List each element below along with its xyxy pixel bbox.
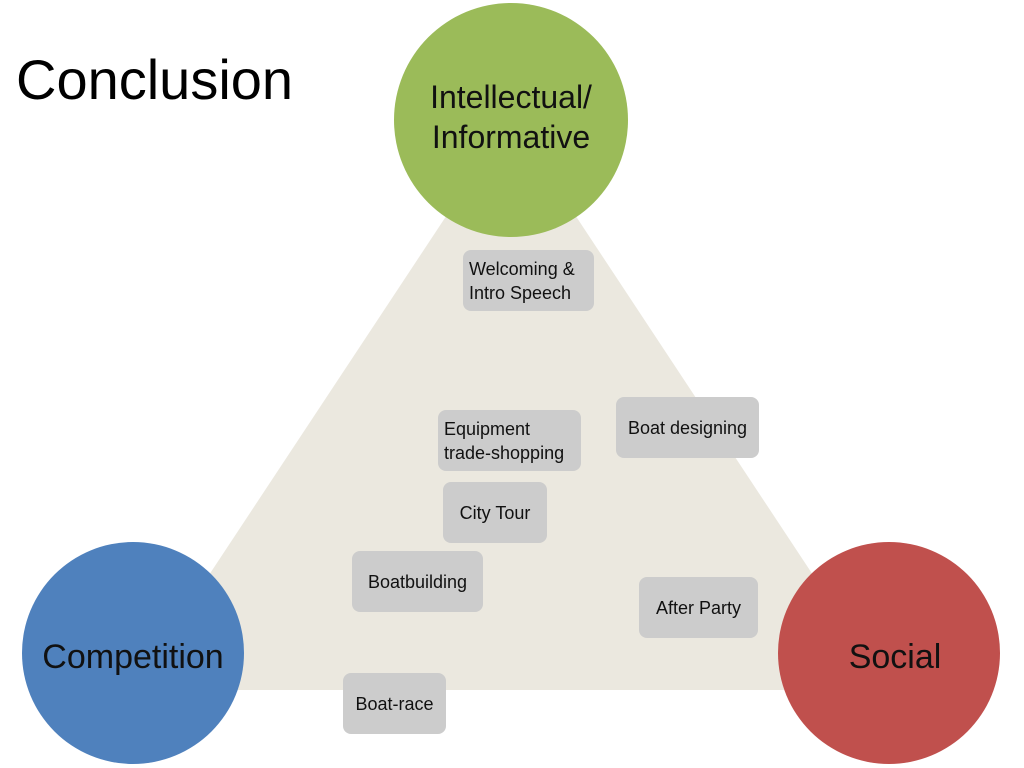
activity-boatbuilding: Boatbuilding [352,551,483,612]
social-circle: Social [778,542,1000,764]
intellectual-informative-circle: Intellectual/ Informative [394,3,628,237]
activity-boat-race: Boat-race [343,673,446,734]
social-label: Social [848,637,942,676]
activity-after-party: After Party [639,577,758,638]
activity-welcoming-intro-speech: Welcoming & Intro Speech [463,250,594,311]
competition-label: Competition [42,637,224,676]
activity-boat-designing: Boat designing [616,397,759,458]
activity-city-tour: City Tour [443,482,547,543]
activity-equipment-trade-shopping: Equipment trade-shopping [438,410,581,471]
competition-circle: Competition [22,542,244,764]
slide-title: Conclusion [16,48,294,111]
intellectual-informative-label: Intellectual/ Informative [430,79,592,155]
